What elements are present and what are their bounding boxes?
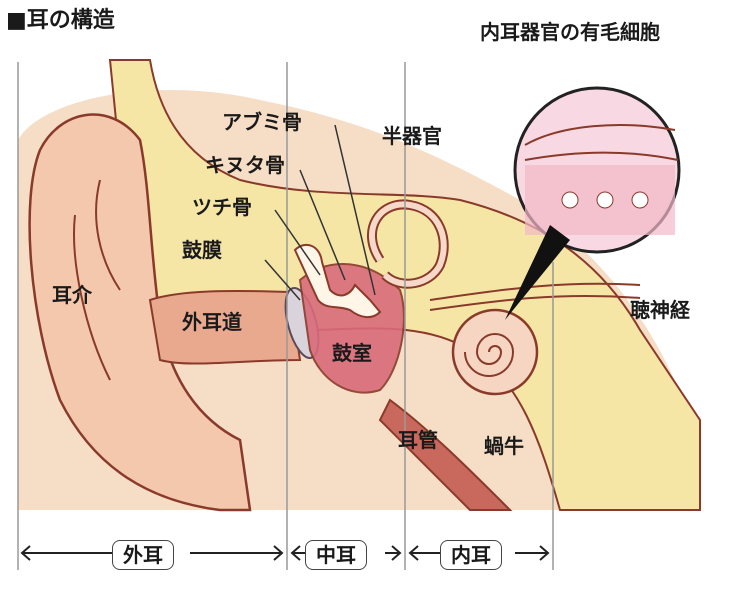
page-title: ■耳の構造	[6, 8, 115, 33]
label-tube: 耳管	[398, 428, 438, 452]
label-eardrum: 鼓膜	[182, 238, 222, 262]
section-inner: 内耳	[440, 540, 502, 570]
section-arrows	[20, 545, 550, 561]
pinna-shape	[28, 113, 252, 512]
pinna-inner	[95, 179, 121, 291]
label-nerve: 聴神経	[630, 298, 690, 322]
ear-canal-shape	[148, 289, 302, 365]
label-tympanic: 鼓室	[332, 341, 372, 365]
label-ear-canal: 外耳道	[182, 310, 242, 334]
label-pinna: 耳介	[52, 283, 92, 307]
label-canals: 半器官	[382, 124, 442, 148]
label-hammer: ツチ骨	[192, 195, 252, 219]
cochlea-shape	[451, 308, 539, 396]
eustachian-tube	[378, 398, 513, 511]
label-cochlea: 蝸牛	[484, 434, 524, 458]
section-middle: 中耳	[305, 540, 367, 570]
inset-pointer	[505, 225, 570, 320]
inset-title: 内耳器官の有毛細胞	[480, 20, 660, 44]
label-stirrup: アブミ骨	[222, 110, 302, 134]
pinna-fold	[73, 214, 111, 381]
section-outer: 外耳	[112, 540, 174, 570]
ossicle-bones	[293, 243, 382, 318]
label-anvil: キヌタ骨	[205, 153, 285, 177]
cochlea-spiral	[464, 333, 515, 377]
